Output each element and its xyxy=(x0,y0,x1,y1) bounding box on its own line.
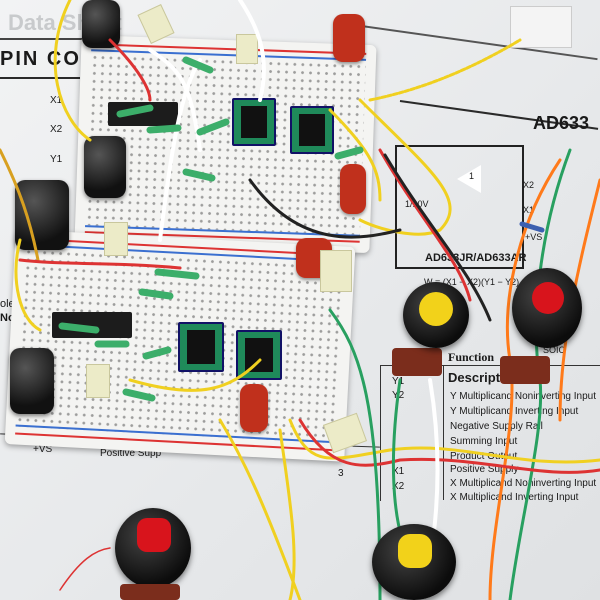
knob-red-right[interactable] xyxy=(512,268,582,348)
table-row: X Multiplicand Inverting Input xyxy=(450,492,579,503)
film-capacitor-red xyxy=(333,14,365,62)
transfer-formula: W = (X1 − X2)(Y1 − Y2) + Z xyxy=(424,277,535,287)
table-row: Negative Supply Rail xyxy=(450,421,543,432)
electrolytic-capacitor xyxy=(10,348,54,414)
knob-red-bottom[interactable] xyxy=(115,508,191,588)
table-divider xyxy=(443,365,444,500)
table-row: Product Output xyxy=(450,451,518,462)
table-row: Y Multiplicand Noninverting Input xyxy=(450,391,597,402)
opamp-symbol xyxy=(457,165,481,193)
pin-label: X1 xyxy=(523,205,535,215)
film-capacitor-red xyxy=(340,164,366,214)
pin-label: +VS xyxy=(525,232,543,242)
film-capacitor xyxy=(320,250,352,292)
function-table xyxy=(380,365,600,501)
multiplier-breakout xyxy=(232,98,276,146)
table-row: Y Multiplicand Inverting Input xyxy=(450,406,579,417)
table-mnemonic: X1 xyxy=(392,466,405,477)
table-mnemonic: X2 xyxy=(392,481,405,492)
package-label: SOIC xyxy=(543,345,566,355)
multiplier-breakout xyxy=(290,106,334,154)
film-capacitor xyxy=(104,222,128,256)
knob-cap xyxy=(398,534,432,568)
knob-cap xyxy=(137,518,171,552)
rule xyxy=(0,77,80,79)
table-row: Summing Input xyxy=(450,436,518,447)
multiplier-breakout xyxy=(178,322,224,372)
table-title: Function xyxy=(448,350,495,364)
potentiometer-base xyxy=(120,584,180,600)
pin-label: X2 xyxy=(50,124,63,135)
knob-cap xyxy=(532,282,564,314)
table-mnemonic: Y1 xyxy=(392,376,405,387)
table-row: X Multiplicand Noninverting Input xyxy=(450,478,597,489)
part-number: AD633 xyxy=(533,113,590,133)
film-capacitor xyxy=(236,34,258,64)
pin-label: Y1 xyxy=(50,154,63,165)
pin-number: 3 xyxy=(338,468,344,479)
potentiometer-base xyxy=(500,356,550,384)
potentiometer-base xyxy=(392,348,442,376)
multiplier-breakout xyxy=(236,330,282,380)
pin-label: X1 xyxy=(50,95,63,106)
pin-label: X2 xyxy=(523,180,535,190)
film-capacitor-red xyxy=(240,384,268,432)
film-capacitor xyxy=(86,364,110,398)
bottom-row-pin: +VS xyxy=(33,444,53,455)
electrolytic-capacitor xyxy=(84,136,126,198)
table-row: Positive Supply xyxy=(450,464,519,475)
bottom-row-desc: Positive Supp xyxy=(100,448,162,459)
knob-yellow-top[interactable] xyxy=(403,282,469,348)
amp-label: 1 xyxy=(469,171,475,181)
electrolytic-capacitor xyxy=(15,180,69,250)
knob-cap xyxy=(419,292,453,326)
rule xyxy=(0,38,140,40)
knob-yellow-bottom[interactable] xyxy=(372,524,456,600)
electrolytic-capacitor xyxy=(82,0,120,48)
